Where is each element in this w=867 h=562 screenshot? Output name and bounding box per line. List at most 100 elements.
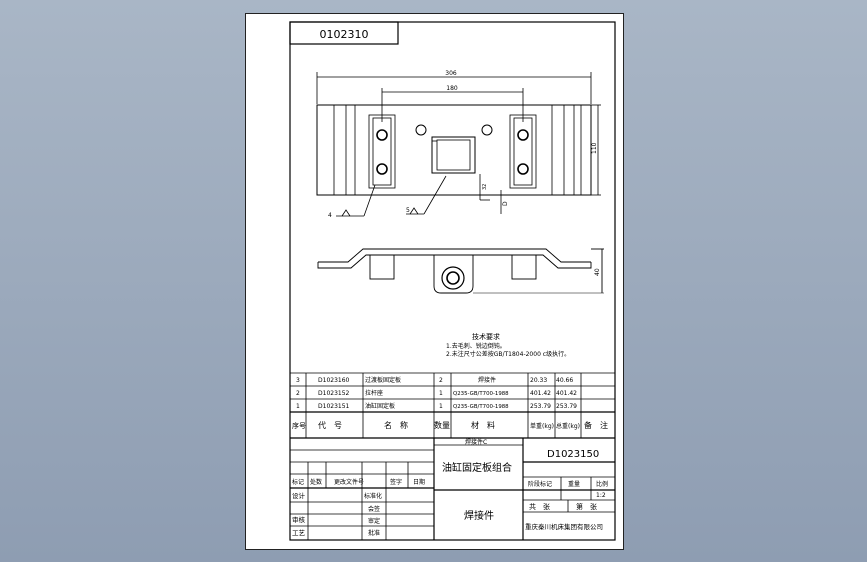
rev-labels: 标记 处数 更改文件号 签字 日期 设计 审核 工艺 标准化 会签 审定 批准	[292, 478, 425, 537]
role-label: 审核	[292, 515, 306, 524]
top-view: 306 180 110	[316, 70, 601, 219]
bom-header-code: 代 号	[318, 420, 342, 430]
bom-material: 焊接件	[478, 376, 496, 384]
bom-header-total: 总重(kg)	[556, 422, 580, 430]
bom-total-weight: 253.79	[556, 403, 577, 410]
weld-symbol	[409, 207, 419, 215]
bom-code: D1023152	[318, 390, 350, 397]
plate-profile	[473, 254, 592, 269]
lug-left	[369, 254, 395, 280]
front-view: 40	[317, 248, 604, 294]
bom-header-remark: 备 注	[584, 420, 608, 430]
bom-code: D1023151	[318, 403, 350, 410]
weld-leader	[423, 175, 447, 215]
check-label: 批准	[368, 529, 380, 537]
pivot-hole-inner	[446, 271, 460, 285]
bolt-hole	[376, 163, 388, 175]
bom-name: 油缸固定板	[365, 402, 395, 410]
bom-header-unit: 单重(kg)	[530, 422, 554, 430]
bom-material: Q235-GB/T700-1988	[453, 391, 509, 397]
scale-label: 比例	[596, 480, 608, 488]
mount-hole	[481, 124, 493, 136]
right-block	[509, 114, 537, 189]
drawing-number: D1023150	[547, 449, 599, 460]
bolt-hole	[517, 163, 529, 175]
material-mark: 焊接件C	[465, 438, 487, 446]
bom-unit-weight: 253.79	[530, 403, 551, 410]
rev-label: 日期	[413, 478, 425, 486]
weld-leader	[363, 184, 376, 217]
scale-value: 1:2	[596, 492, 606, 499]
weight-label: 重量	[568, 480, 580, 488]
role-label: 设计	[292, 491, 306, 500]
stage-label: 阶段标记	[528, 480, 552, 488]
code-box	[289, 21, 399, 45]
bom-name: 过渡板固定板	[365, 376, 401, 384]
company-name: 重庆秦川机床集团有限公司	[525, 522, 603, 531]
check-label: 标准化	[364, 492, 382, 500]
tech-note-1: 1.去毛刺、锐边倒钝。	[446, 342, 506, 350]
bom-code: D1023160	[318, 377, 350, 384]
left-block	[368, 114, 396, 189]
dim-small: 32	[482, 184, 488, 190]
bolt-hole	[376, 129, 388, 141]
bom-unit-weight: 20.33	[530, 377, 547, 384]
center-lug	[433, 255, 474, 294]
drawing-canvas: 0102310 306 180	[289, 21, 616, 541]
pivot-hole	[441, 266, 465, 290]
left-block-inner	[372, 117, 392, 186]
rev-label: 更改文件号	[334, 478, 364, 486]
dim-d: D	[502, 201, 509, 206]
bom-qty: 1	[439, 390, 443, 397]
bom-table	[290, 372, 615, 439]
bom-seq: 2	[296, 390, 300, 397]
check-label: 会签	[368, 505, 380, 513]
bom-qty: 1	[439, 403, 443, 410]
center-boss	[431, 136, 476, 174]
part-type: 焊接件	[464, 509, 494, 522]
right-block-inner	[513, 117, 533, 186]
center-boss-inner	[436, 139, 471, 171]
bom-seq: 3	[296, 377, 300, 384]
bom-total-weight: 40.66	[556, 377, 573, 384]
title-block-grid	[290, 438, 615, 540]
plate-profile	[317, 254, 434, 269]
bolt-hole	[517, 129, 529, 141]
role-label: 工艺	[292, 529, 306, 537]
bom-total-weight: 401.42	[556, 390, 577, 397]
rev-label: 处数	[310, 478, 322, 486]
dim-height: 110	[591, 142, 598, 154]
bom-header-name: 名 称	[384, 420, 408, 430]
part-name: 油缸固定板组合	[442, 461, 512, 474]
lug-right	[511, 254, 537, 280]
bom-qty: 2	[439, 377, 443, 384]
weld-left-size: 4	[328, 212, 332, 219]
dim-spacing: 180	[446, 85, 458, 92]
bom-header: 序号 代 号 名 称 数量 材 料 单重(kg) 总重(kg) 备 注	[292, 420, 608, 430]
dim-overall: 306	[445, 70, 457, 77]
bom-header-qty: 数量	[434, 420, 450, 430]
bom-seq: 1	[296, 403, 300, 410]
drawing-code: 0102310	[320, 28, 369, 41]
rev-label: 标记	[292, 478, 304, 486]
sheet-number: 第 张	[576, 502, 597, 511]
drawing-sheet: 0102310 306 180	[245, 13, 624, 550]
bom-header-seq: 序号	[292, 421, 306, 430]
bom-material: Q235-GB/T700-1988	[453, 404, 509, 410]
dim-side: 40	[594, 268, 601, 276]
bom-header-material: 材 料	[471, 420, 495, 430]
plate-outline	[316, 104, 592, 196]
tech-note-2: 2.未注尺寸公差按GB/T1804-2000 c级执行。	[446, 350, 570, 358]
total-sheets: 共 张	[529, 502, 550, 511]
inner-frame	[289, 21, 616, 541]
bom-unit-weight: 401.42	[530, 390, 551, 397]
check-label: 审定	[368, 517, 380, 525]
bom-rows: 3 D1023160 过渡板固定板 2 焊接件 20.33 40.66 2 D1…	[296, 376, 577, 410]
tech-notes-title: 技术要求	[472, 332, 500, 341]
rev-label: 签字	[390, 478, 402, 486]
bom-name: 拉杆座	[365, 389, 383, 397]
mount-hole	[415, 124, 427, 136]
weld-symbol	[341, 209, 351, 217]
plate-profile	[318, 248, 591, 263]
weld-mid-size: 5	[406, 207, 410, 214]
